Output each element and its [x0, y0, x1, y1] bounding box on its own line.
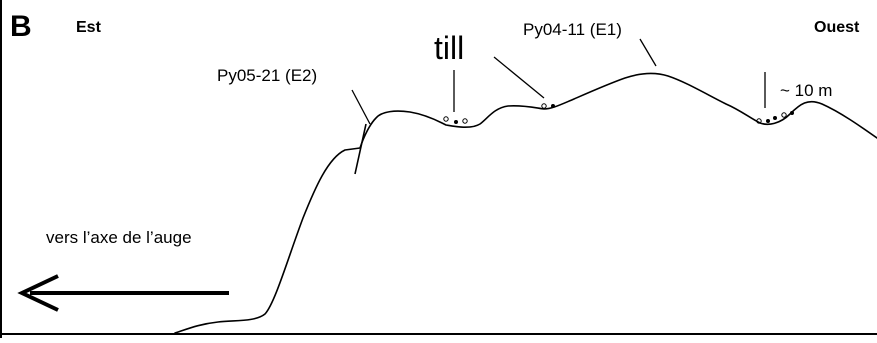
leader-line-e2 [351, 89, 371, 125]
scale-label: ~ 10 m [780, 81, 832, 100]
till-label: till [434, 30, 464, 66]
till-deposit-left [443, 116, 468, 124]
leader-line-till-right [493, 56, 545, 99]
panel-letter: B [10, 10, 32, 43]
cliff-step-line [354, 123, 367, 175]
till-deposit-right [756, 111, 794, 124]
leader-line-e1 [639, 38, 657, 67]
arrow-left-icon [17, 274, 229, 312]
till-deposit-middle [541, 103, 555, 109]
direction-west-label: Ouest [814, 19, 860, 36]
terrain-profile-line [174, 72, 877, 334]
sample-label-e2: Py05-21 (E2) [217, 66, 317, 85]
direction-east-label: Est [76, 19, 102, 36]
arrow-caption: vers l’axe de l’auge [46, 228, 192, 247]
sample-label-e1: Py04-11 (E1) [523, 20, 622, 39]
